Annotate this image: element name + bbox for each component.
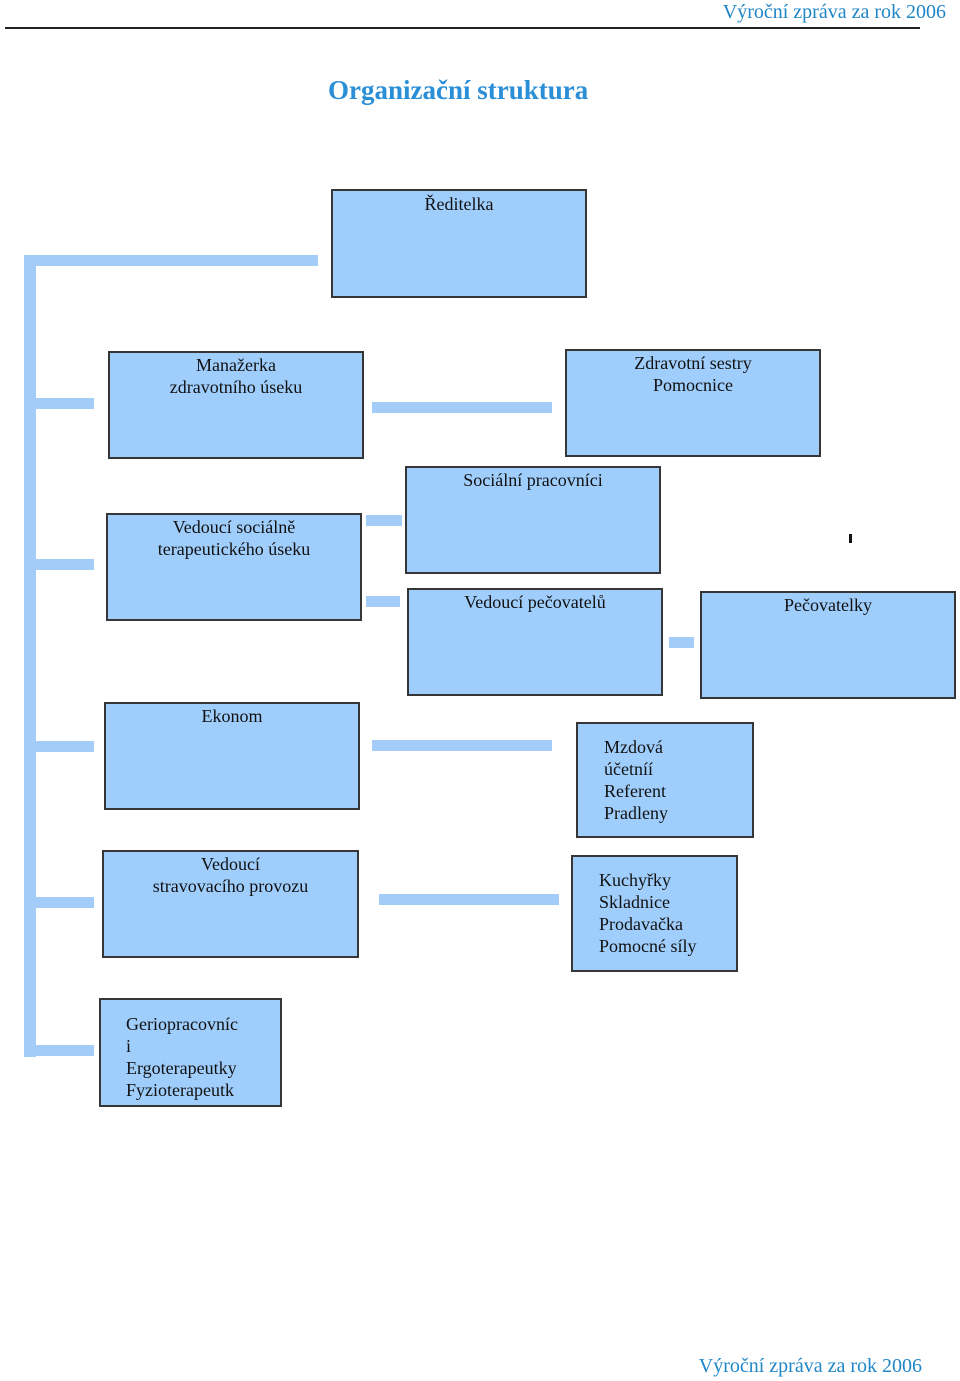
node-accounting-line-4: Pradleny <box>604 803 668 823</box>
node-economist-line-1: Ekonom <box>201 706 263 726</box>
node-social-therapy-head: Vedoucí sociálně terapeutického úseku <box>106 513 362 621</box>
node-nurses-line-2: Pomocnice <box>653 375 733 395</box>
node-carers: Pečovatelky <box>700 591 956 699</box>
header-report-label: Výroční zpráva za rok 2006 <box>722 1 946 23</box>
node-therapy-line-4: Fyzioterapeutk <box>126 1080 234 1100</box>
connector-to-carers <box>669 637 694 648</box>
node-accounting: Mzdová účetníí Referent Pradleny <box>576 722 754 838</box>
node-kitchen-line-3: Prodavačka <box>599 914 683 934</box>
connector-to-health-manager <box>30 398 94 409</box>
node-social-therapy-head-line-1: Vedoucí sociálně <box>172 517 296 537</box>
connector-to-economist <box>30 741 94 752</box>
connector-to-social-workers <box>366 515 402 526</box>
node-health-manager-line-1: Manažerka <box>196 355 276 375</box>
connector-catering-to-kitchen <box>379 894 559 905</box>
connector-economist-to-accounting <box>372 740 552 751</box>
header-divider <box>5 27 920 29</box>
node-kitchen-line-2: Skladnice <box>599 892 670 912</box>
node-catering-head-line-2: stravovacího provozu <box>152 876 309 896</box>
node-kitchen-line-1: Kuchyřky <box>599 870 671 890</box>
connector-to-therapy <box>30 1045 94 1056</box>
connector-to-social-therapy-head <box>30 559 94 570</box>
node-carers-line-1: Pečovatelky <box>784 595 872 615</box>
node-social-workers-line-1: Sociální pracovníci <box>463 470 603 490</box>
node-director: Ředitelka <box>331 189 587 298</box>
node-accounting-line-1: Mzdová <box>604 737 663 757</box>
page-title: Organizační struktura <box>328 75 589 105</box>
connector-to-carers-head <box>366 596 400 607</box>
node-nurses: Zdravotní sestry Pomocnice <box>565 349 821 457</box>
node-carers-head: Vedoucí pečovatelů <box>407 588 663 696</box>
connector-health-to-nurses <box>372 402 552 413</box>
node-social-workers: Sociální pracovníci <box>405 466 661 574</box>
node-director-line-1: Ředitelka <box>424 194 494 214</box>
stray-tick-mark <box>849 534 852 543</box>
node-kitchen: Kuchyřky Skladnice Prodavačka Pomocné sí… <box>571 855 738 972</box>
node-therapy-line-3: Ergoterapeutky <box>126 1058 237 1078</box>
node-kitchen-line-4: Pomocné síly <box>599 936 697 956</box>
node-carers-head-line-1: Vedoucí pečovatelů <box>464 592 606 612</box>
node-accounting-line-3: Referent <box>604 781 666 801</box>
node-therapy-line-1: Geriopracovníc <box>126 1014 238 1034</box>
node-catering-head: Vedoucí stravovacího provozu <box>102 850 359 958</box>
node-health-manager-line-2: zdravotního úseku <box>169 377 303 397</box>
node-therapy-line-2: i <box>126 1036 132 1056</box>
node-social-therapy-head-line-2: terapeutického úseku <box>157 539 311 559</box>
node-health-manager: Manažerka zdravotního úseku <box>108 351 364 459</box>
node-catering-head-line-1: Vedoucí <box>201 854 260 874</box>
node-therapy: Geriopracovníc i Ergoterapeutky Fyzioter… <box>99 998 282 1107</box>
connector-top-horizontal <box>24 255 318 266</box>
node-economist: Ekonom <box>104 702 360 810</box>
node-nurses-line-1: Zdravotní sestry <box>634 353 752 373</box>
connector-to-catering-head <box>30 897 94 908</box>
connector-vertical-spine <box>24 262 36 1057</box>
node-accounting-line-2: účetníí <box>604 759 653 779</box>
footer-report-label: Výroční zpráva za rok 2006 <box>698 1355 922 1377</box>
